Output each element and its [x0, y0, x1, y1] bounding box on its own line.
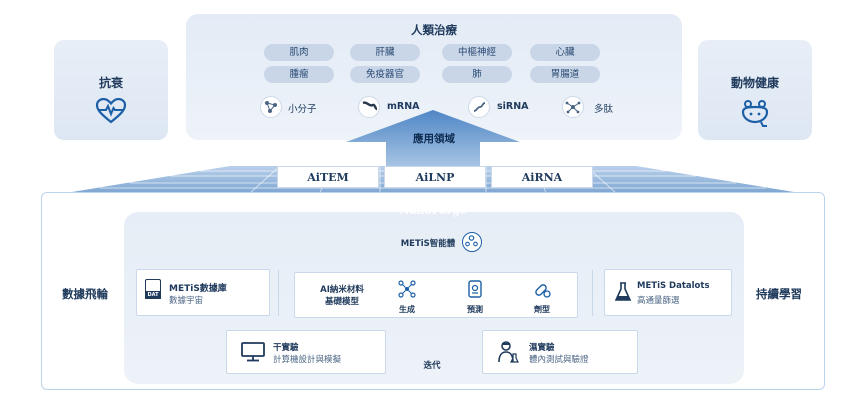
iterate-label: 迭代 — [423, 361, 441, 371]
pill-immune: 免疫器官 — [350, 66, 420, 83]
datalots-title: METiS Datalots — [637, 281, 710, 291]
pet-paw-icon — [741, 100, 769, 127]
platform-ailnp[interactable]: AiLNP — [384, 166, 486, 188]
ai-model-title-2: 基礎模型 — [324, 297, 359, 307]
database-icon: DAT — [145, 279, 161, 299]
wet-lab-box[interactable]: 濕實驗 體內測試與驗證 — [482, 330, 638, 374]
application-field-label: 應用領域 — [413, 133, 455, 145]
predict-icon — [468, 280, 482, 298]
dat-badge: DAT — [145, 291, 161, 299]
human-therapy-title: 人類治療 — [411, 23, 457, 37]
wet-lab-title: 濕實驗 — [529, 343, 555, 353]
divider-left — [278, 270, 279, 316]
scientist-icon — [498, 341, 519, 363]
dry-lab-box[interactable]: 干實驗 計算機設計與模擬 — [226, 330, 386, 374]
pill-lung: 肺 — [442, 66, 512, 83]
anti-aging-title: 抗衰 — [98, 76, 123, 90]
metis-datalots-box[interactable]: METiS Datalots 高通量篩選 — [604, 269, 732, 316]
formulation-label: 劑型 — [534, 305, 550, 314]
animal-health-panel: 動物健康 — [698, 40, 812, 140]
heart-pulse-icon — [95, 98, 127, 124]
predict-label: 預測 — [467, 305, 483, 314]
wet-lab-subtitle: 體內測試與驗證 — [529, 355, 589, 365]
data-flywheel-label: 數據飛輪 — [62, 287, 108, 301]
platform-airna[interactable]: AiRNA — [491, 166, 593, 188]
mrna-icon — [358, 96, 380, 118]
ai-model-title-1: AI納米材料 — [320, 285, 364, 295]
dry-lab-title: 干實驗 — [273, 343, 299, 353]
metis-database-box[interactable]: DAT METiS數據庫 數據宇宙 — [136, 269, 270, 316]
pill-liver: 肝臟 — [350, 44, 420, 61]
small-molecule-icon — [260, 96, 282, 118]
pill-heart: 心臟 — [530, 44, 600, 61]
sirna-label: siRNA — [497, 101, 529, 112]
pill-muscle: 肌肉 — [264, 44, 334, 61]
pill-cns: 中樞神經 — [442, 44, 512, 61]
small-molecule-label: 小分子 — [288, 104, 317, 115]
peptide-label: 多肽 — [594, 104, 614, 115]
formulation-icon — [535, 284, 551, 298]
continuous-learning-label: 持續學習 — [756, 287, 802, 301]
mrna-label: mRNA — [387, 101, 420, 112]
metis-agent-label: METiS智能體 — [400, 239, 456, 249]
ai-foundation-model-box[interactable]: AI納米材料 基礎模型 生成 預測 劑型 — [294, 272, 578, 318]
anti-aging-panel: 抗衰 — [54, 40, 168, 140]
pill-gi: 胃腸道 — [530, 66, 600, 83]
sirna-icon — [468, 96, 490, 118]
nanoforge-label[interactable]: NanoForge — [399, 204, 467, 217]
generate-icon — [398, 280, 416, 298]
database-subtitle: 數據宇宙 — [169, 296, 204, 306]
datalots-subtitle: 高通量篩選 — [637, 296, 680, 306]
metis-agent-icon — [462, 232, 482, 252]
generate-label: 生成 — [399, 305, 415, 314]
divider-right — [592, 270, 593, 316]
computer-icon — [241, 342, 265, 362]
animal-health-title: 動物健康 — [730, 76, 779, 90]
dry-lab-subtitle: 計算機設計與模擬 — [273, 355, 342, 365]
pill-tumor: 腫瘤 — [264, 66, 334, 83]
platform-aitem[interactable]: AiTEM — [277, 166, 379, 188]
flask-icon — [615, 282, 631, 301]
database-title: METiS數據庫 — [169, 284, 227, 294]
peptide-icon — [562, 96, 584, 118]
